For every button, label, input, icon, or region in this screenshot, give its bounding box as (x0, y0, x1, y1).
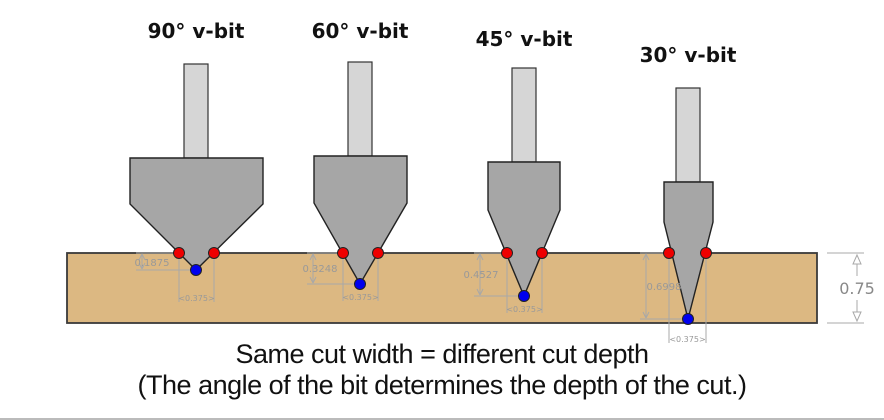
arrow-down-icon (642, 311, 650, 319)
v-bit-60: 60° v-bit 0.3248 <0.375> (303, 19, 409, 302)
cut-edge-point (173, 247, 185, 259)
depth-dimension (136, 252, 215, 302)
caption-line-1: Same cut width = different cut depth (235, 339, 649, 369)
bit-tip-point (518, 290, 530, 302)
bit-body (313, 155, 408, 286)
bottom-divider (0, 418, 884, 420)
bit-title: 90° v-bit (148, 19, 245, 43)
bit-title: 30° v-bit (640, 43, 737, 67)
width-label: <0.375> (342, 293, 378, 302)
arrow-down-icon (476, 288, 484, 296)
arrow-up-icon (852, 253, 862, 265)
bit-shank (675, 87, 701, 183)
arrow-up-icon (642, 253, 650, 261)
arrow-up-icon (309, 253, 317, 261)
board-thickness-label: 0.75 (839, 279, 875, 298)
arrow-up-icon (138, 253, 146, 261)
cut-edge-point (208, 247, 220, 259)
bit-shank (347, 61, 373, 157)
cut-edge-point (536, 247, 548, 259)
bit-tip-point (682, 313, 694, 325)
width-label: <0.375> (669, 335, 705, 344)
depth-label: 0.3248 (303, 264, 338, 275)
cut-edge-point (372, 247, 384, 259)
arrow-down-icon (852, 311, 862, 323)
depth-label: 0.6998 (647, 282, 682, 293)
v-bit-90: 90° v-bit 0.1875 <0.375> (129, 19, 264, 303)
arrow-down-icon (309, 276, 317, 284)
depth-label: 0.1875 (135, 258, 170, 269)
bit-tip-point (354, 278, 366, 290)
depth-dimension (640, 252, 707, 343)
caption-line-2: (The angle of the bit determines the dep… (137, 370, 747, 400)
bit-shank (183, 63, 209, 159)
board-thickness-dimension: 0.75 (827, 252, 875, 324)
width-label: <0.375> (506, 305, 542, 314)
v-bit-30: 30° v-bit 0.6998 <0.375> (640, 43, 737, 344)
depth-dimension (474, 252, 543, 313)
bit-body (129, 157, 264, 271)
depth-label: 0.4527 (464, 270, 499, 281)
cut-edge-point (700, 247, 712, 259)
bit-shank (511, 67, 537, 163)
bit-title: 45° v-bit (476, 27, 573, 51)
bit-body (663, 181, 714, 320)
cut-edge-point (501, 247, 513, 259)
bit-tip-point (190, 264, 202, 276)
cut-edge-point (337, 247, 349, 259)
width-label: <0.375> (178, 294, 214, 303)
depth-dimension (307, 252, 379, 301)
arrow-down-icon (138, 262, 146, 270)
v-bit-45: 45° v-bit 0.4527 <0.375> (464, 27, 573, 314)
cut-edge-point (663, 247, 675, 259)
arrow-up-icon (476, 253, 484, 261)
bit-title: 60° v-bit (312, 19, 409, 43)
